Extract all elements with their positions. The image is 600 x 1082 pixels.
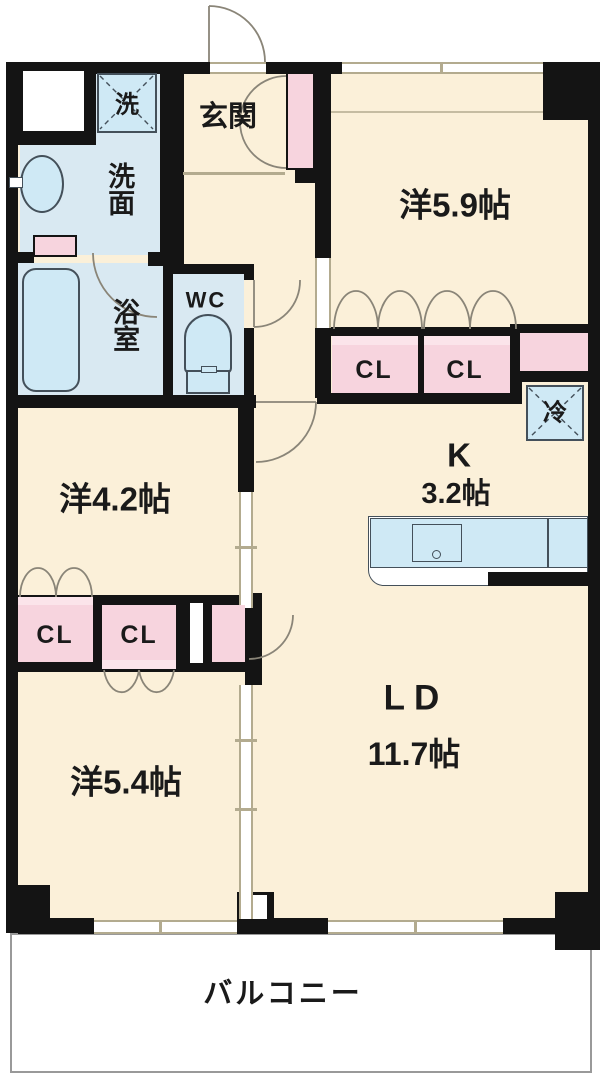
kitchen-counter bbox=[370, 518, 588, 568]
fridge-cabinet bbox=[520, 333, 588, 371]
sliding-door-tick bbox=[235, 739, 257, 742]
window-room54 bbox=[94, 920, 237, 934]
wall bbox=[203, 597, 212, 669]
label-closet-2: CL bbox=[446, 355, 484, 384]
wall bbox=[418, 336, 424, 393]
wall bbox=[522, 324, 588, 333]
label-living: LD bbox=[383, 678, 449, 718]
basin-tap bbox=[9, 177, 23, 188]
label-room54: 洋5.4帖 bbox=[70, 763, 182, 801]
sink-faucet bbox=[432, 550, 441, 559]
wall bbox=[295, 168, 320, 183]
label-room42: 洋4.2帖 bbox=[59, 480, 171, 518]
bath-door-leaf bbox=[33, 235, 77, 257]
closet-door-strip bbox=[102, 660, 176, 669]
label-balcony: バルコニー bbox=[203, 977, 363, 1010]
toilet-bowl bbox=[184, 314, 232, 374]
window-mullion bbox=[414, 920, 417, 934]
counter-divider bbox=[547, 518, 549, 568]
toilet-tank bbox=[186, 370, 230, 394]
wall bbox=[160, 62, 184, 265]
wall bbox=[510, 324, 522, 403]
label-washroom: 洗面 bbox=[104, 162, 135, 216]
entrance-step-line bbox=[183, 172, 285, 175]
sliding-door-room54 bbox=[239, 685, 253, 919]
wall bbox=[520, 371, 588, 382]
label-entrance: 玄関 bbox=[198, 100, 258, 133]
wall bbox=[6, 395, 256, 408]
wall bbox=[18, 252, 34, 263]
window-mullion bbox=[440, 62, 443, 74]
wash-basin bbox=[20, 155, 64, 213]
label-washer: 洗 bbox=[115, 91, 139, 119]
closet-bottom-1 bbox=[18, 605, 93, 662]
wall bbox=[270, 918, 328, 934]
wall bbox=[315, 328, 331, 398]
closet-row-opening bbox=[190, 603, 203, 663]
bathtub bbox=[22, 268, 80, 392]
label-kitchen-size: 3.2帖 bbox=[421, 477, 491, 510]
window-mullion bbox=[159, 920, 162, 934]
closet-door-strip bbox=[18, 597, 93, 606]
wall bbox=[315, 62, 331, 258]
sliding-door-tick bbox=[235, 808, 257, 811]
wall bbox=[176, 597, 190, 669]
label-closet-3: CL bbox=[36, 620, 74, 649]
label-wc: WC bbox=[185, 287, 227, 313]
wall bbox=[555, 892, 600, 950]
wall bbox=[588, 118, 600, 950]
toilet-flush bbox=[201, 366, 217, 373]
wall bbox=[6, 595, 256, 605]
room54-door-leaf bbox=[212, 605, 245, 662]
wall bbox=[330, 327, 512, 336]
label-closet-1: CL bbox=[355, 355, 393, 384]
wall bbox=[6, 62, 18, 922]
opening-hall-room59 bbox=[315, 258, 331, 328]
label-room59: 洋5.9帖 bbox=[399, 186, 511, 224]
label-closet-4: CL bbox=[120, 620, 158, 649]
closet-bottom-2 bbox=[102, 605, 176, 662]
balcony-area bbox=[10, 933, 592, 1073]
label-bathroom: 浴室 bbox=[109, 298, 140, 352]
wall bbox=[317, 393, 522, 404]
label-living-size: 11.7帖 bbox=[367, 736, 461, 773]
wall bbox=[543, 62, 600, 120]
wall bbox=[18, 918, 94, 934]
label-kitchen: K bbox=[447, 436, 471, 474]
label-fridge: 冷 bbox=[543, 399, 567, 427]
pipe-space bbox=[23, 71, 84, 131]
room59-beam-line bbox=[331, 111, 543, 113]
wall bbox=[93, 597, 102, 669]
sliding-door-room42 bbox=[239, 492, 253, 608]
shoe-cabinet bbox=[286, 72, 315, 170]
wall bbox=[503, 918, 557, 934]
entrance-threshold bbox=[210, 62, 266, 74]
wc-door-opening bbox=[244, 280, 254, 328]
kitchen-half-wall bbox=[488, 572, 588, 586]
sliding-door-tick bbox=[235, 546, 257, 549]
wall bbox=[238, 398, 254, 492]
